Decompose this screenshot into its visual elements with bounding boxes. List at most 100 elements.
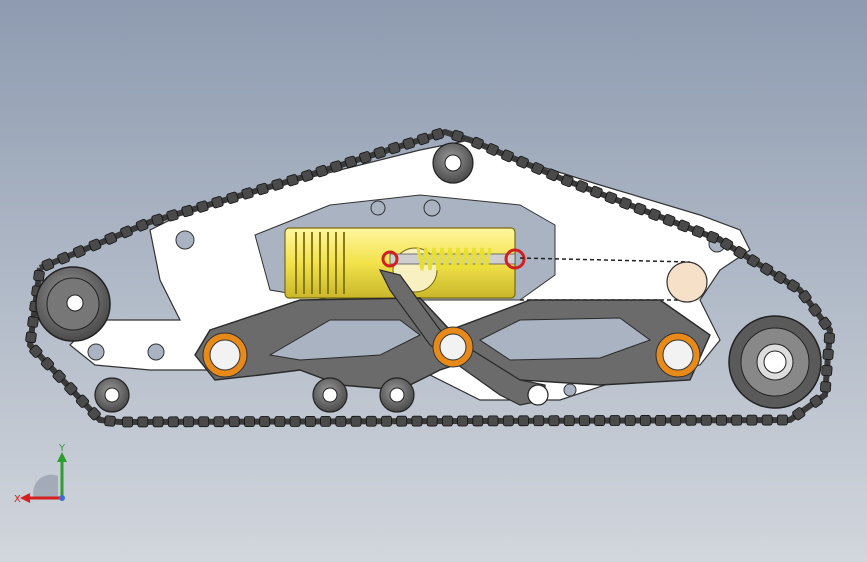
track-link	[373, 146, 386, 159]
track-link	[685, 414, 697, 426]
track-link	[196, 200, 209, 213]
track-link	[396, 415, 408, 427]
track-link	[590, 185, 603, 199]
track-link	[773, 270, 787, 285]
track-link	[821, 365, 833, 377]
track-link	[820, 381, 832, 393]
triad-plane	[33, 474, 58, 498]
track-link	[720, 237, 734, 251]
track-link	[315, 164, 328, 178]
track-link	[152, 416, 164, 428]
track-link	[563, 415, 575, 427]
y-axis-arrow-head	[57, 452, 67, 462]
track-link	[691, 225, 705, 238]
track-link	[548, 415, 560, 427]
track-link	[402, 137, 415, 150]
track-link	[431, 128, 444, 141]
track-link	[575, 180, 589, 193]
sprocket-wheel-rear[interactable]	[728, 315, 822, 409]
track-link	[662, 213, 676, 227]
track-link	[304, 416, 316, 427]
z-axis-dot	[59, 495, 65, 501]
track-link	[609, 415, 621, 426]
track-link	[822, 348, 834, 360]
shock-end-left	[381, 250, 399, 268]
track-link	[451, 129, 464, 143]
track-link	[533, 415, 545, 427]
track-link	[274, 416, 286, 427]
track-link	[786, 279, 800, 293]
track-link	[809, 394, 823, 408]
x-axis-label: X	[14, 494, 21, 505]
track-link	[52, 369, 66, 383]
track-link	[471, 136, 484, 150]
track-link	[472, 415, 484, 427]
track-link	[72, 245, 86, 258]
track-link	[426, 415, 438, 427]
track-link	[808, 303, 822, 317]
track-link	[104, 415, 116, 427]
track-link	[181, 204, 194, 218]
track-link	[137, 416, 149, 428]
track-link	[531, 162, 544, 175]
track-link	[166, 209, 179, 222]
track-link	[226, 191, 239, 204]
track-link	[670, 414, 682, 426]
track-link	[746, 414, 758, 426]
track-link	[120, 225, 133, 239]
track-link	[798, 290, 812, 304]
track-link	[211, 196, 224, 209]
track-link	[619, 197, 632, 210]
track-link	[388, 141, 401, 155]
track-link	[167, 416, 179, 428]
track-link	[330, 160, 343, 173]
track-link	[516, 155, 529, 169]
shock-spring	[416, 247, 492, 271]
track-link	[122, 416, 134, 428]
track-link	[75, 394, 90, 408]
idler-wheel-front[interactable]	[35, 266, 111, 342]
x-axis-arrow-head	[20, 493, 30, 503]
track-link	[733, 245, 747, 260]
track-link	[151, 213, 164, 226]
track-link	[27, 316, 39, 328]
track-link	[213, 416, 225, 428]
track-link	[365, 415, 377, 427]
track-link	[88, 238, 102, 252]
track-link	[64, 382, 78, 396]
track-link	[198, 416, 210, 428]
track-belt[interactable]	[25, 128, 835, 428]
track-link	[289, 416, 301, 427]
track-link	[33, 269, 45, 282]
track-link	[381, 415, 392, 427]
track-link	[344, 155, 357, 169]
track-link	[259, 416, 271, 427]
track-link	[457, 415, 469, 427]
top-idler-wheel[interactable]	[432, 142, 474, 184]
track-link	[87, 407, 101, 421]
track-link	[639, 415, 651, 426]
track-link	[546, 168, 559, 182]
track-link	[350, 415, 362, 427]
swing-arm-cutout-right	[479, 317, 652, 361]
track-link	[502, 415, 514, 427]
shock-end-right	[504, 248, 526, 270]
track-link	[183, 416, 194, 428]
track-link	[518, 415, 529, 427]
track-link	[320, 415, 331, 427]
track-link	[818, 316, 832, 330]
track-link	[633, 202, 647, 216]
track-link	[700, 414, 712, 426]
shock-absorber[interactable]	[381, 247, 526, 271]
track-link	[301, 169, 314, 182]
track-link	[228, 416, 240, 428]
track-link	[624, 415, 636, 426]
track-link	[706, 230, 720, 244]
track-link	[40, 357, 55, 371]
track-link	[57, 251, 70, 265]
road-wheels[interactable]	[94, 377, 549, 413]
track-link	[241, 187, 254, 200]
track-link	[441, 415, 453, 427]
